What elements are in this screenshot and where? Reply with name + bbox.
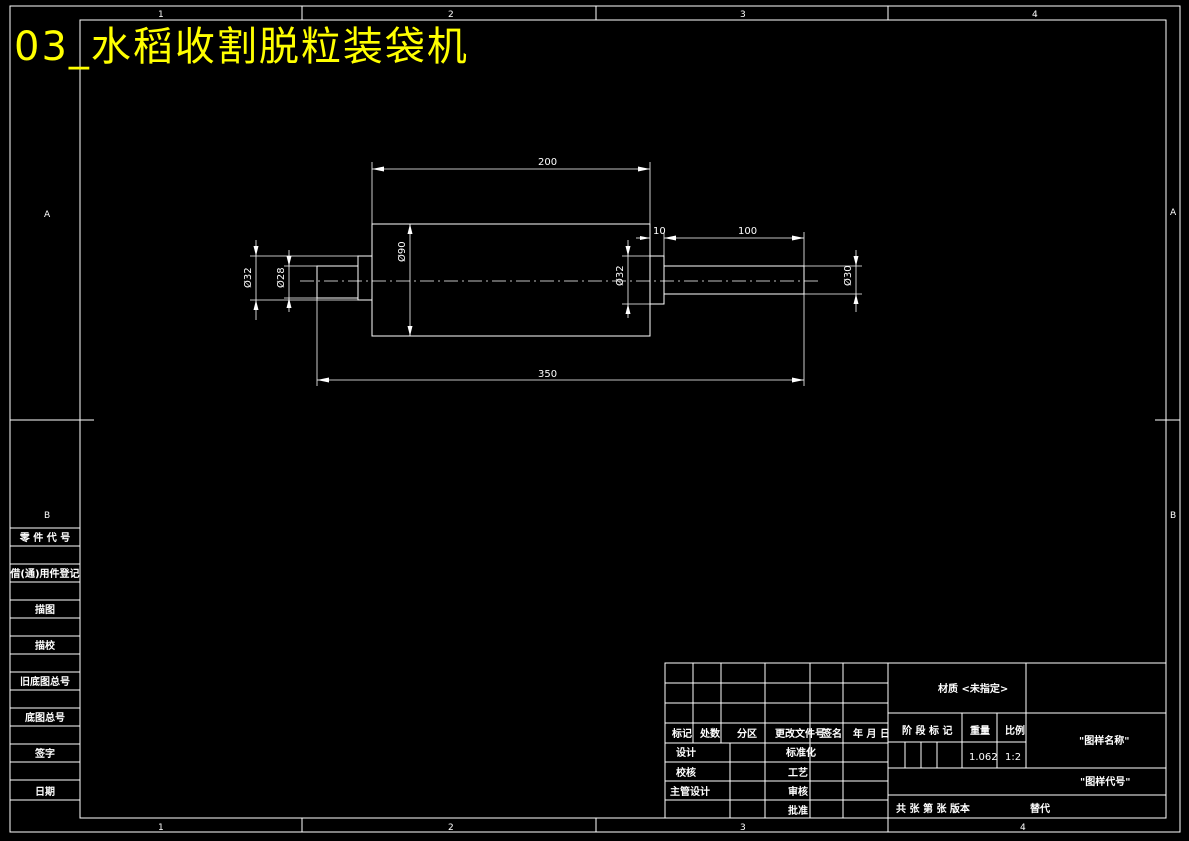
sign-check: 校核 — [676, 766, 696, 779]
dim-body-length: 200 — [538, 157, 557, 168]
rev-header-zone: 分区 — [737, 727, 757, 740]
row-label-right-b: B — [1170, 511, 1176, 521]
outer-frame — [9, 5, 1181, 833]
title-block — [664, 662, 1167, 819]
rev-header-doc: 更改文件号 — [775, 727, 825, 740]
col-label-bottom-2: 2 — [448, 823, 454, 833]
weight-value: 1.062 — [969, 752, 998, 763]
dim-right-shoulder-dia: Ø32 — [614, 265, 626, 286]
dim-shoulder: 10 — [653, 226, 666, 237]
rev-header-date: 年 月 日 — [853, 727, 890, 740]
strip-common-reg: 借(通)用件登记 — [9, 567, 79, 580]
sign-design: 设计 — [676, 746, 696, 759]
approval-review: 审核 — [788, 785, 808, 798]
left-strip-labels: 零 件 代 号 借(通)用件登记 描图 描校 旧底图总号 底图总号 签字 日期 — [9, 531, 79, 798]
strip-trace-check: 描校 — [35, 639, 56, 652]
rev-header-sign: 签名 — [821, 727, 842, 740]
dimension-texts: 200 10 100 350 Ø32 Ø28 Ø90 Ø32 Ø30 — [242, 157, 854, 380]
col-label-top-3: 3 — [740, 10, 746, 20]
dimension-lines — [250, 162, 862, 386]
dim-left-outer-dia: Ø32 — [242, 267, 254, 288]
col-label-bottom-3: 3 — [740, 823, 746, 833]
dim-body-dia: Ø90 — [396, 241, 408, 262]
zone-ticks — [10, 6, 1180, 832]
shaft-geometry — [300, 223, 820, 337]
stage-header-weight: 重量 — [970, 724, 990, 737]
approval-process: 工艺 — [788, 766, 808, 779]
col-label-top-1: 1 — [158, 10, 164, 20]
strip-part-code: 零 件 代 号 — [19, 531, 70, 544]
col-label-top-4: 4 — [1032, 10, 1038, 20]
drawing-code: "图样代号" — [1080, 775, 1130, 788]
row-label-right-a: A — [1170, 208, 1177, 218]
strip-date: 日期 — [35, 785, 55, 798]
strip-old-base-no: 旧底图总号 — [20, 675, 70, 688]
strip-base-no: 底图总号 — [25, 711, 65, 724]
rev-header-mark: 标记 — [671, 727, 692, 740]
strip-signature: 签字 — [34, 747, 55, 760]
right-journal — [663, 265, 805, 295]
left-shoulder — [357, 255, 373, 301]
scale-value: 1:2 — [1005, 752, 1021, 763]
left-journal — [316, 265, 359, 299]
left-strip — [10, 527, 80, 801]
col-label-bottom-4: 4 — [1020, 823, 1026, 833]
row-label-left-a: A — [44, 210, 51, 220]
approval-approve: 批准 — [788, 804, 808, 817]
dim-shaft-length: 100 — [738, 226, 757, 237]
approval-standard: 标准化 — [785, 746, 816, 759]
row-label-left-b: B — [44, 511, 50, 521]
dim-total-length: 350 — [538, 369, 557, 380]
dim-right-shaft-dia: Ø30 — [842, 265, 854, 286]
sheet-info: 共 张 第 张 版本 — [896, 802, 971, 815]
dim-left-inner-dia: Ø28 — [275, 267, 287, 288]
rev-header-count: 处数 — [699, 727, 721, 740]
title-block-texts: 标记 处数 分区 更改文件号 签名 年 月 日 设计 校核 主管设计 标准化 工… — [670, 682, 1130, 817]
inner-frame — [79, 19, 1167, 819]
sign-lead: 主管设计 — [670, 785, 710, 798]
col-label-top-2: 2 — [448, 10, 454, 20]
strip-tracing: 描图 — [35, 603, 55, 616]
stage-header-mark: 阶 段 标 记 — [902, 724, 952, 737]
stage-header-scale: 比例 — [1005, 724, 1025, 737]
roller-body — [371, 223, 651, 337]
watermark-title: 03_水稻收割脱粒装袋机 — [14, 24, 469, 70]
material: 材质 <未指定> — [938, 682, 1008, 695]
right-shoulder — [649, 255, 665, 305]
drawing-name: "图样名称" — [1079, 734, 1129, 747]
col-label-bottom-1: 1 — [158, 823, 164, 833]
zone-labels: 1 2 3 4 1 2 3 4 A B A B — [44, 10, 1177, 833]
replaces: 替代 — [1030, 802, 1050, 815]
